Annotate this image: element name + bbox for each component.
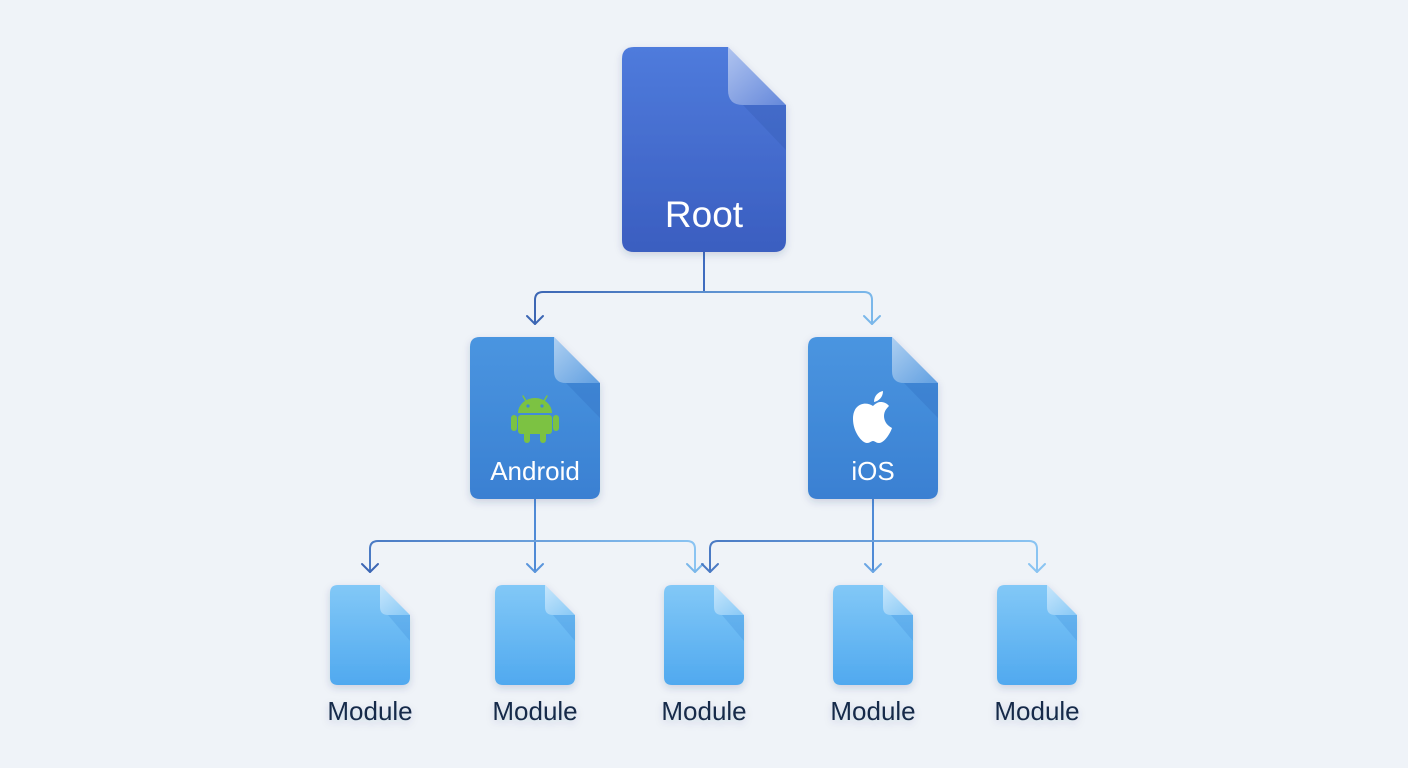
- page-fold: [883, 585, 913, 615]
- page-fold: [554, 337, 600, 383]
- module-row: Module Module Module Module Module: [327, 585, 1080, 726]
- arrow-android-module-2: [526, 563, 544, 573]
- node-module-5[interactable]: Module: [994, 585, 1080, 726]
- node-module-1-label: Module: [327, 696, 412, 726]
- arrow-android-module-1: [361, 563, 379, 573]
- arrow-ios-module-3: [701, 563, 719, 573]
- page-fold: [380, 585, 410, 615]
- file-icon: [664, 585, 744, 685]
- arrow-android-module-3: [686, 563, 704, 573]
- node-module-1[interactable]: Module: [327, 585, 413, 726]
- page-fold: [714, 585, 744, 615]
- node-module-2[interactable]: Module: [492, 585, 578, 726]
- arrow-ios-module-5: [1028, 563, 1046, 573]
- node-module-5-label: Module: [994, 696, 1079, 726]
- file-icon: [997, 585, 1077, 685]
- node-ios-label: iOS: [851, 456, 894, 486]
- node-module-2-label: Module: [492, 696, 577, 726]
- connector-root-branch: [534, 291, 873, 325]
- node-module-3-label: Module: [661, 696, 746, 726]
- node-android[interactable]: Android: [470, 337, 600, 499]
- node-module-3[interactable]: Module: [661, 585, 747, 726]
- node-root[interactable]: Root: [622, 47, 786, 252]
- page-fold: [728, 47, 786, 105]
- page-fold: [892, 337, 938, 383]
- connector-ios-branch: [709, 540, 1038, 573]
- page-fold: [545, 585, 575, 615]
- node-module-4-label: Module: [830, 696, 915, 726]
- node-root-label: Root: [665, 194, 744, 235]
- page-fold: [1047, 585, 1077, 615]
- file-icon: [330, 585, 410, 685]
- arrow-to-android: [526, 315, 544, 325]
- file-icon: [833, 585, 913, 685]
- node-android-label: Android: [490, 456, 580, 486]
- node-module-4[interactable]: Module: [830, 585, 916, 726]
- file-icon: [495, 585, 575, 685]
- connector-android-branch: [369, 540, 696, 573]
- connectors: [361, 251, 1046, 573]
- apple-icon: [853, 391, 892, 443]
- android-icon: [511, 395, 559, 443]
- node-ios[interactable]: iOS: [808, 337, 938, 499]
- arrow-ios-module-4: [864, 563, 882, 573]
- arrow-to-ios: [863, 315, 881, 325]
